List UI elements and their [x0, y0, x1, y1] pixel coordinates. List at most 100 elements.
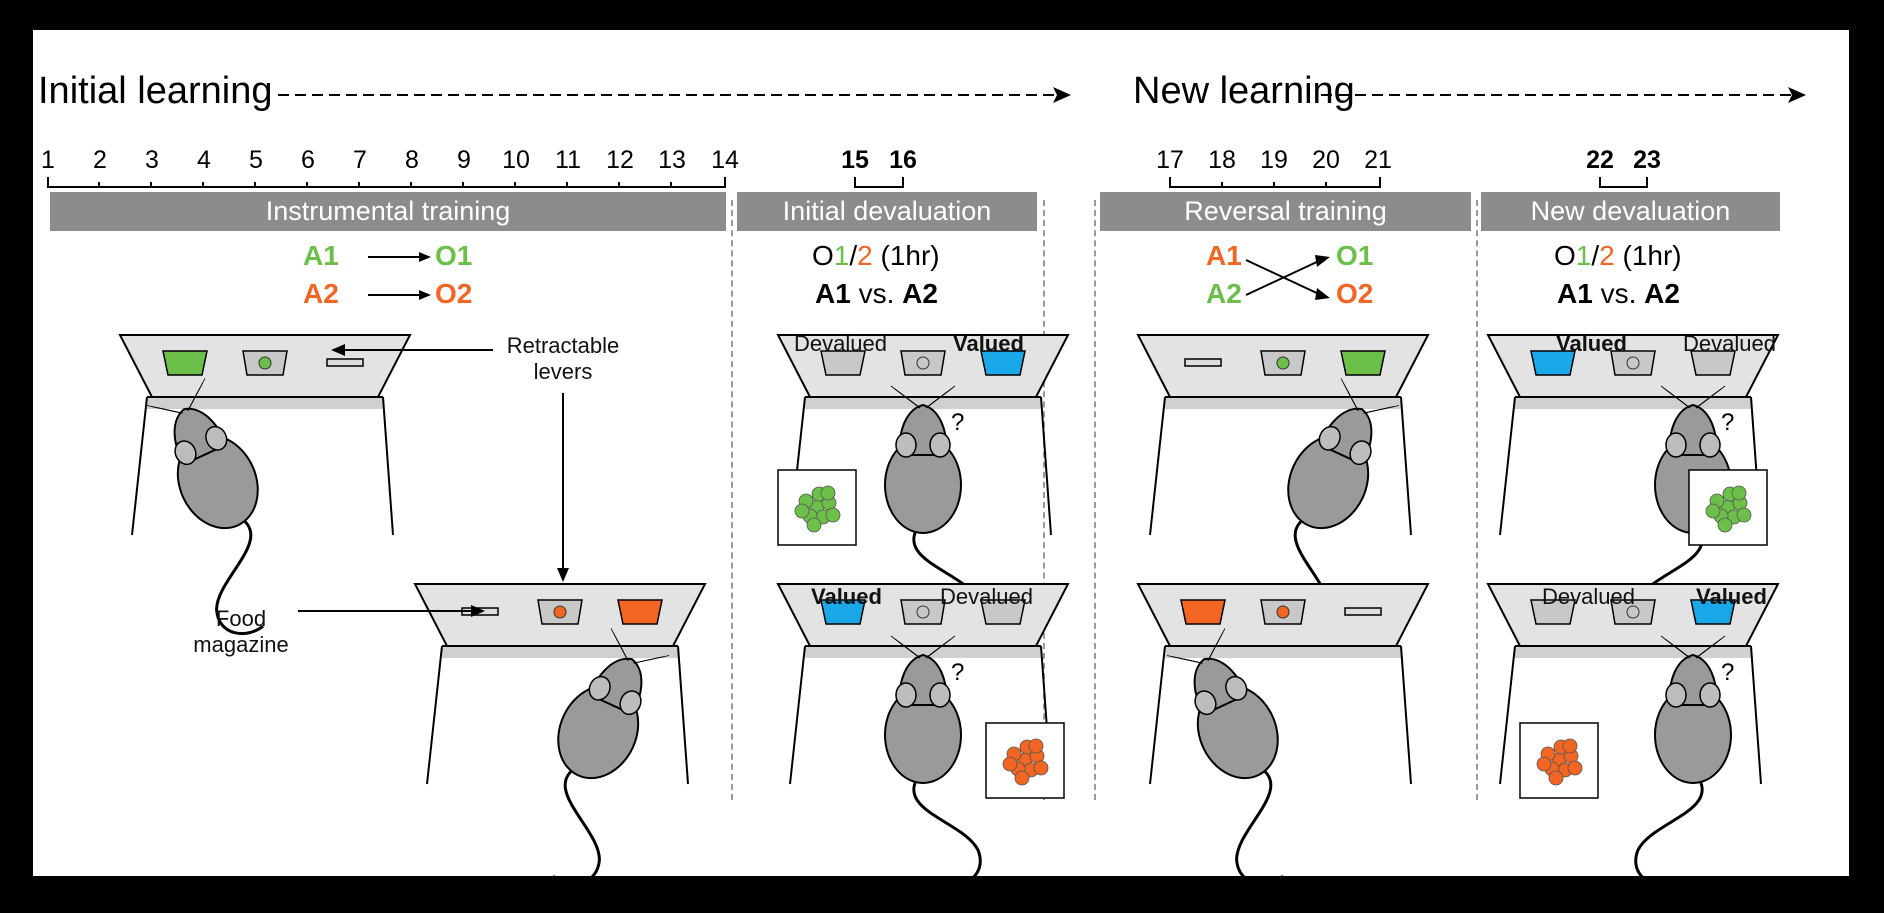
day-label-19: 19 [1260, 146, 1288, 174]
a2-label-reversal: A2 [1206, 278, 1242, 309]
contingency-arrows [368, 252, 1330, 300]
day-label-8: 8 [405, 146, 419, 174]
pellet [1626, 356, 1640, 370]
lever-state-devalued: Devalued [1683, 331, 1776, 356]
separator-4 [1476, 200, 1478, 800]
pellet [1626, 605, 1640, 619]
svg-text:?: ? [951, 659, 964, 686]
retracted-lever [1184, 358, 1222, 367]
svg-text:?: ? [1721, 659, 1734, 686]
day-label-10: 10 [502, 146, 530, 174]
day-label-15: 15 [841, 146, 869, 174]
new-learning-title: New learning [1133, 70, 1355, 112]
operant-chamber [776, 583, 1070, 785]
mouse [551, 628, 670, 876]
pellet [258, 356, 272, 370]
lever-state-valued: Valued [1696, 584, 1767, 609]
pellet [916, 356, 930, 370]
pellet-box [1688, 469, 1768, 546]
day-label-22: 22 [1586, 146, 1614, 174]
separator-1 [731, 200, 733, 800]
retracted-lever [1344, 607, 1382, 616]
svg-text:?: ? [951, 409, 964, 436]
food-magazine [1610, 599, 1656, 625]
lever [1530, 350, 1576, 376]
food-magazine [900, 599, 946, 625]
day-label-7: 7 [353, 146, 367, 174]
lever [1690, 350, 1736, 376]
day-label-9: 9 [457, 146, 471, 174]
initial-learning-title: Initial learning [38, 70, 273, 112]
lever-state-devalued: Devalued [940, 584, 1033, 609]
day-label-1: 1 [41, 146, 55, 174]
pellet-box [777, 469, 857, 546]
retracted-lever [326, 358, 364, 367]
lever-state-valued: Valued [1556, 331, 1627, 356]
day-label-18: 18 [1208, 146, 1236, 174]
annotation-arrows [298, 344, 569, 617]
day-label-3: 3 [145, 146, 159, 174]
day-label-23: 23 [1633, 146, 1661, 174]
lever [1180, 599, 1226, 625]
lever-state-valued: Valued [953, 331, 1024, 356]
devaluation-choice-initial: A1 vs. A2 [815, 278, 938, 309]
o2-label-training: O2 [435, 278, 473, 309]
experiment-scenes: ???? [118, 334, 1780, 876]
svg-text:?: ? [1721, 409, 1734, 436]
day-brackets [47, 177, 1648, 188]
pellet [1276, 605, 1290, 619]
day-label-12: 12 [606, 146, 634, 174]
day-label-20: 20 [1312, 146, 1340, 174]
devaluation-outcome-new: O1/2 (1hr) [1554, 240, 1682, 271]
day-label-6: 6 [301, 146, 315, 174]
timeline-arrows [278, 87, 1806, 103]
devaluation-choice-new: A1 vs. A2 [1557, 278, 1680, 309]
a2-label-training: A2 [303, 278, 339, 309]
lever-state-devalued: Devalued [794, 331, 887, 356]
pellet [1276, 356, 1290, 370]
pellet [916, 605, 930, 619]
day-label-2: 2 [93, 146, 107, 174]
a1-label-reversal: A1 [1206, 240, 1242, 271]
lever [980, 350, 1026, 376]
operant-chamber [1136, 583, 1430, 785]
food-magazine [900, 350, 946, 376]
separator-2 [1043, 200, 1045, 800]
lever [1340, 350, 1386, 376]
mouse: ? [1634, 635, 1734, 876]
phase-instrumental-training: Instrumental training [50, 192, 726, 231]
mouse [1166, 628, 1285, 876]
lever [617, 599, 663, 625]
lever [980, 599, 1026, 625]
o1-label-training: O1 [435, 240, 473, 271]
day-label-11: 11 [555, 146, 581, 174]
mouse: ? [884, 635, 982, 876]
lever [1530, 599, 1576, 625]
day-label-5: 5 [249, 146, 263, 174]
pellet [553, 605, 567, 619]
day-label-13: 13 [658, 146, 686, 174]
operant-chamber [413, 583, 707, 785]
day-label-16: 16 [889, 146, 917, 174]
phase-new-devaluation: New devaluation [1481, 192, 1780, 231]
o2-label-reversal: O2 [1336, 278, 1374, 309]
food-magazine [1610, 350, 1656, 376]
day-label-4: 4 [197, 146, 211, 174]
a1-label-training: A1 [303, 240, 339, 271]
lever [1690, 599, 1736, 625]
lever-state-devalued: Devalued [1542, 584, 1635, 609]
lever [820, 599, 866, 625]
lever [162, 350, 208, 376]
phase-reversal-training: Reversal training [1100, 192, 1471, 231]
phase-initial-devaluation: Initial devaluation [737, 192, 1037, 231]
lever-state-valued: Valued [811, 584, 882, 609]
mouse [146, 378, 265, 635]
lever [820, 350, 866, 376]
devaluation-outcome-initial: O1/2 (1hr) [812, 240, 940, 271]
pellet-box [1519, 722, 1599, 799]
day-label-21: 21 [1364, 146, 1392, 174]
o1-label-reversal: O1 [1336, 240, 1374, 271]
